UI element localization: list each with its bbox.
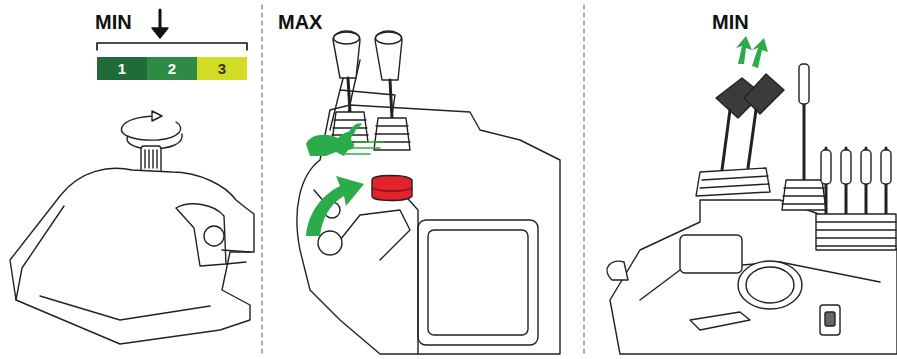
level-number: 2 [168,61,176,76]
level-number: 1 [118,61,126,76]
level-number: 3 [218,61,226,76]
level-segment: 2 [147,57,197,80]
setting-label: MAX [278,12,322,32]
level-segment: 3 [197,57,247,80]
setting-label: MIN [95,12,132,32]
setting-label: MIN [712,12,749,32]
level-segment: 1 [97,57,147,80]
